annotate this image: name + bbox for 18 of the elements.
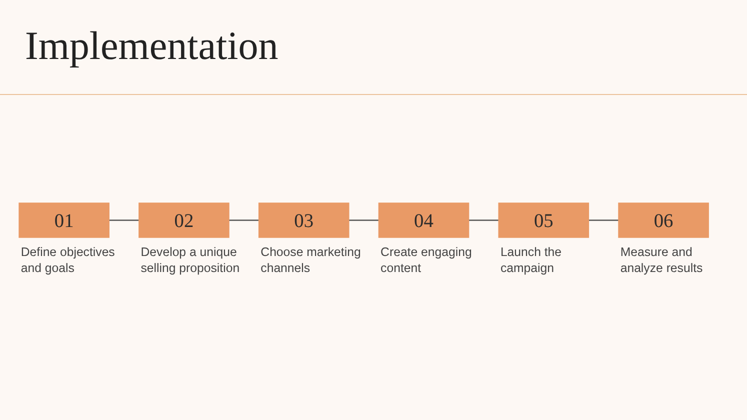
connector [348, 219, 379, 221]
node-box: 04 [378, 202, 470, 238]
connector [468, 219, 499, 221]
step-caption: Choose marketing channels [260, 243, 362, 276]
step-caption: Launch the campaign [500, 243, 563, 276]
step-caption: Define objectives and goals [20, 243, 116, 276]
connector [109, 219, 139, 221]
node-box: 06 [618, 202, 709, 238]
node-box: 01 [18, 202, 110, 238]
connector [588, 219, 619, 221]
step-caption: Create engaging content [380, 243, 473, 276]
connector [228, 219, 259, 221]
node-box: 03 [258, 202, 350, 238]
node-box: 02 [138, 202, 230, 238]
step-caption: Measure and analyze results [620, 243, 704, 276]
node-box: 05 [498, 202, 590, 238]
step-caption: Develop a unique selling proposition [140, 243, 241, 276]
title: Implementation [25, 24, 278, 68]
